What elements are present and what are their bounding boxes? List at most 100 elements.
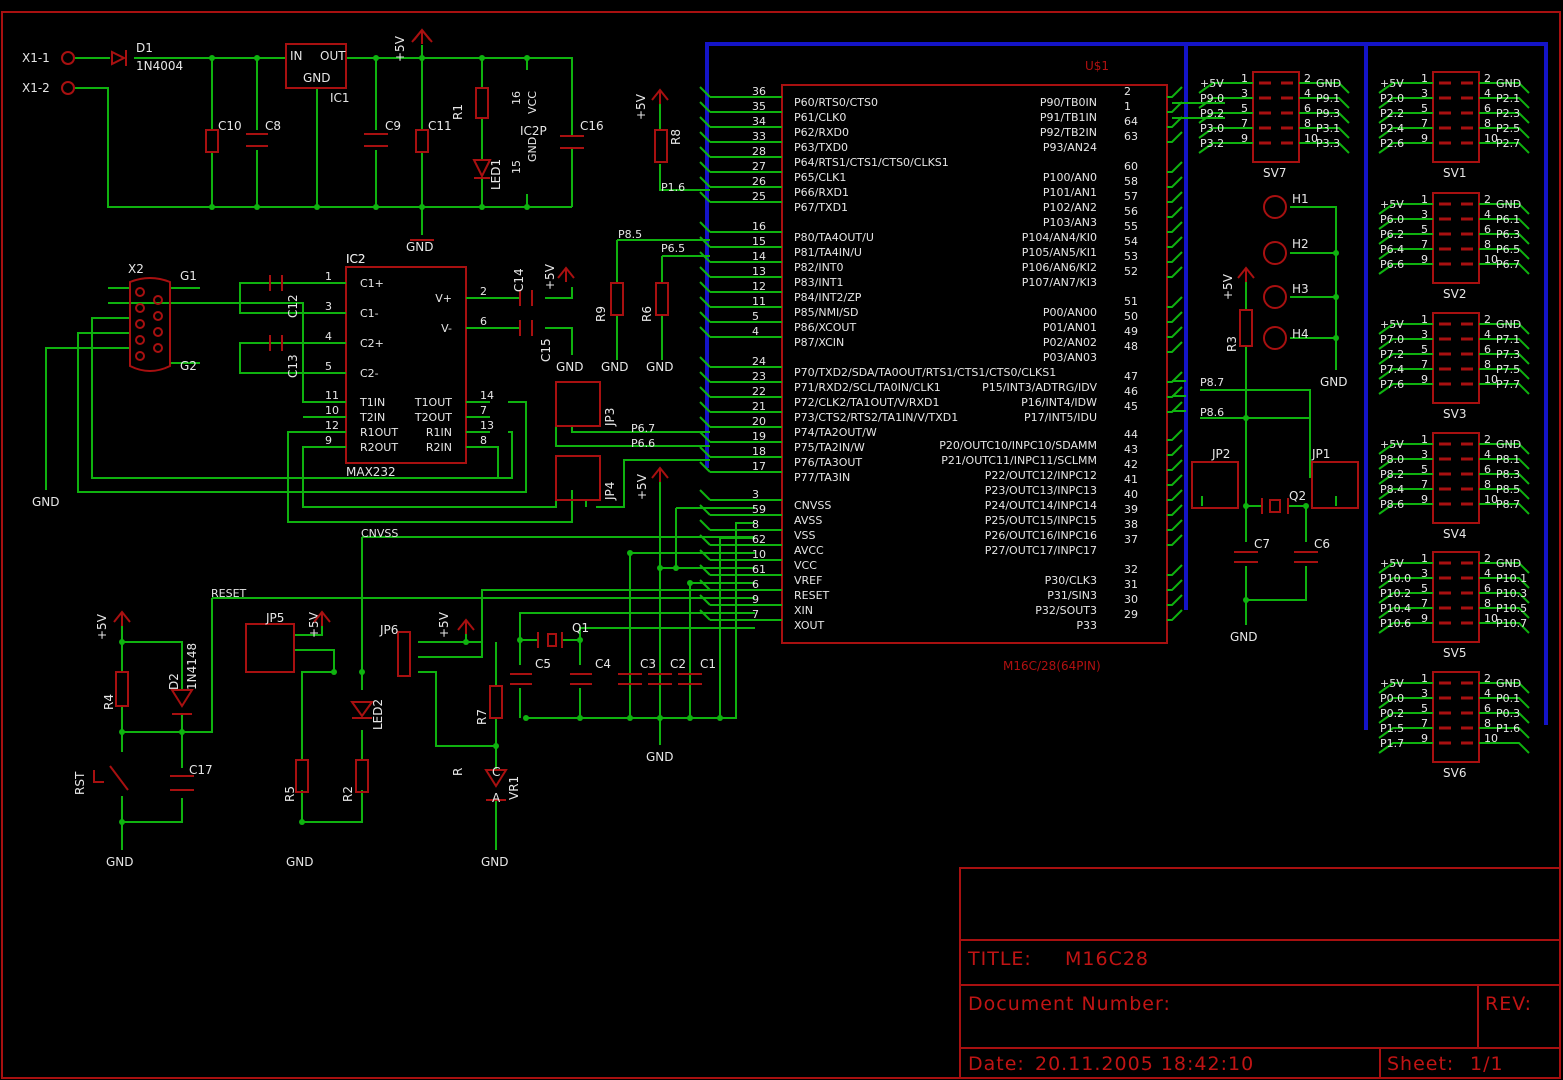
header-signal-right: P8.1 (1496, 453, 1520, 466)
label-c11: C11 (428, 119, 452, 133)
header-signal-left: +5V (1380, 438, 1404, 451)
max232-pin-number: 4 (325, 330, 332, 343)
label-p5v4: +5V (635, 473, 649, 500)
mcu-pin-number: 58 (1124, 175, 1138, 188)
header-pin-number: 7 (1421, 117, 1428, 130)
label-c9: C9 (385, 119, 401, 133)
mcu-pin-name: P107/AN7/KI3 (1022, 276, 1097, 289)
label-jp2: JP2 (1211, 447, 1230, 461)
junction-dots (119, 55, 1339, 825)
max232-pin-name: R2OUT (360, 441, 398, 454)
cap-c1 (678, 673, 702, 685)
label-g2: G2 (180, 359, 197, 373)
label-ic2: IC2 (346, 252, 366, 266)
max232-pin-number: 8 (480, 434, 487, 447)
cap-c4 (570, 673, 592, 685)
resistor-r4 (115, 671, 129, 707)
header-name: SV6 (1443, 766, 1466, 780)
jumper-jp5 (245, 623, 295, 673)
header-signal-left: P2.0 (1380, 92, 1404, 105)
label-c2: C2 (670, 657, 686, 671)
max232-pin-number: 6 (480, 315, 487, 328)
header-pin-number: 10 (1484, 732, 1498, 745)
cap-c3 (618, 673, 642, 685)
mcu-pin-name: P75/TA2IN/W (794, 441, 865, 454)
mcu-pin-name: P60/RTS0/CTS0 (794, 96, 878, 109)
mcu-pin-number: 62 (752, 533, 766, 546)
header-signal-right: GND (1496, 198, 1521, 211)
max232-name: IC2 (346, 252, 366, 266)
header-signal-left: P2.6 (1380, 137, 1404, 150)
header-pin-number: 9 (1421, 493, 1428, 506)
header-signal-right: P6.1 (1496, 213, 1520, 226)
header-signal-right: GND (1496, 438, 1521, 451)
mcu-pin-name: P87/XCIN (794, 336, 844, 349)
header-pin-number: 4 (1484, 687, 1491, 700)
mcu-pin-number: 30 (1124, 593, 1138, 606)
header-pin-number: 2 (1484, 72, 1491, 85)
header-signal-left: P10.4 (1380, 602, 1411, 615)
mcu-pin-name: P93/AN24 (1043, 141, 1097, 154)
max232-pin-name: T2OUT (414, 411, 452, 424)
vcc-arrow-icon (413, 28, 431, 44)
mcu-pin-name: P82/INT0 (794, 261, 844, 274)
label-gnd10: GND (1320, 375, 1348, 389)
header-pin-number: 2 (1484, 433, 1491, 446)
mcu-pin-name: P80/TA4OUT/U (794, 231, 874, 244)
max232-pin-name: R1IN (426, 426, 452, 439)
label-reset: RESET (211, 587, 247, 600)
header-pin-number: 3 (1421, 567, 1428, 580)
max232-pin-name: C1- (360, 307, 379, 320)
label-gnd6: GND (106, 855, 134, 869)
header-pin-number: 4 (1484, 208, 1491, 221)
header-pin-number: 7 (1241, 117, 1248, 130)
label-r6: R6 (640, 306, 654, 322)
document-number-label: Document Number: (968, 993, 1171, 1015)
ic-mcu-m16c28 (781, 84, 1168, 644)
vcc-arrow-icon (113, 610, 131, 626)
label-gnd2: GND (32, 495, 60, 509)
mcu-pin-number: 50 (1124, 310, 1138, 323)
mcu-pin-number: 38 (1124, 518, 1138, 531)
header-signal-left: P7.2 (1380, 348, 1404, 361)
header-signal-left: P6.0 (1380, 213, 1404, 226)
vcc-arrow-icon (651, 466, 669, 482)
header-pin-number: 2 (1304, 72, 1311, 85)
label-c6: C6 (1314, 537, 1330, 551)
label-ic2p: IC2P (520, 124, 547, 138)
mcu-pin-number: 40 (1124, 488, 1138, 501)
mcu-pin-name: P21/OUTC11/INPC11/SCLMM (941, 454, 1097, 467)
header-signal-right: P0.1 (1496, 692, 1520, 705)
terminal-x1-2 (61, 81, 75, 95)
header-signal-left: P1.7 (1380, 737, 1404, 750)
header-signal-left: P1.5 (1380, 722, 1404, 735)
label-jp1: JP1 (1311, 447, 1330, 461)
connector-x2 (129, 277, 171, 372)
mcu-pin-name: P26/OUTC16/INPC16 (985, 529, 1097, 542)
header-pin-number: 7 (1421, 238, 1428, 251)
max232-pin-number: 1 (325, 270, 332, 283)
mcu-pin-number: 45 (1124, 400, 1138, 413)
date-label: Date: (968, 1053, 1025, 1075)
mcu-pin-name: P71/RXD2/SCL/TA0IN/CLK1 (794, 381, 941, 394)
resistor-r1 (475, 87, 489, 119)
mcu-pin-name: P91/TB1IN (1040, 111, 1097, 124)
label-gnd8: GND (481, 855, 509, 869)
label-p5v1: +5V (393, 35, 407, 62)
mcu-pin-name: P27/OUTC17/INPC17 (985, 544, 1097, 557)
max232-pin-name: V+ (435, 292, 452, 305)
title-block (959, 867, 1561, 1079)
header-signal-left: P6.2 (1380, 228, 1404, 241)
label-p66n: P6.6 (631, 437, 655, 450)
jumper-jp6 (397, 631, 411, 677)
diode-d2 (170, 689, 194, 715)
header-pin-number: 4 (1484, 567, 1491, 580)
mcu-pin-number: 19 (752, 430, 766, 443)
header-pin-number: 9 (1421, 132, 1428, 145)
header-pin-number: 8 (1304, 117, 1311, 130)
mcu-pin-number: 56 (1124, 205, 1138, 218)
label-g1: G1 (180, 269, 197, 283)
regulator-ic1 (285, 43, 347, 89)
header-pin-number: 2 (1484, 672, 1491, 685)
